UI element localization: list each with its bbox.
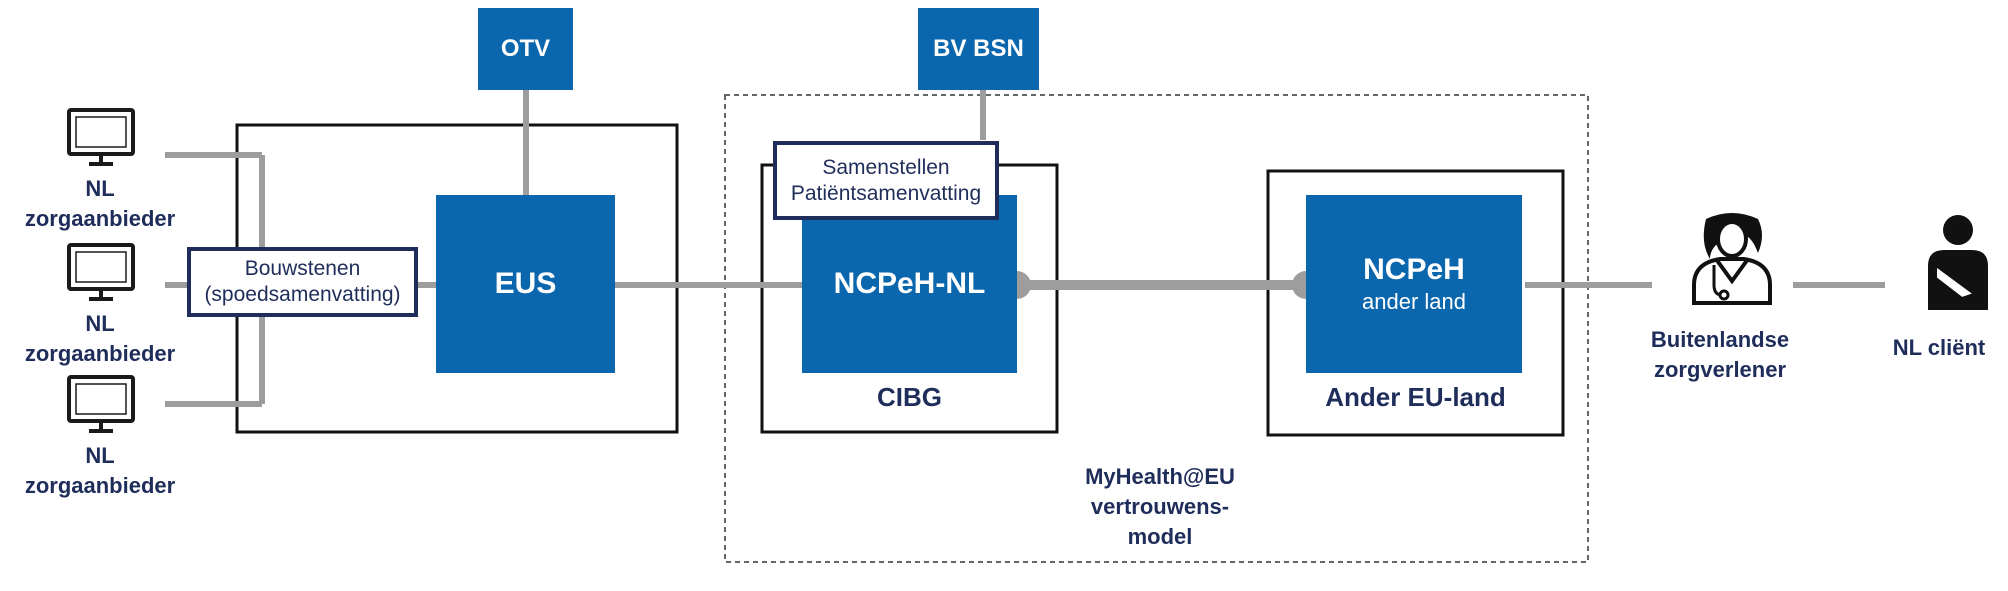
client-label: NL cliënt xyxy=(1892,335,1986,360)
bv-bsn-label: BV BSN xyxy=(933,35,1024,62)
monitor-icon xyxy=(67,243,135,301)
provider-label-3: NL zorgaanbieder xyxy=(0,441,200,501)
ander-eu-land-label: Ander EU-land xyxy=(1325,382,1506,412)
doctor-icon xyxy=(1692,213,1772,305)
provider-2-line2: zorgaanbieder xyxy=(24,341,176,366)
foreign-line1: Buitenlandse xyxy=(1650,327,1790,352)
samenstellen-note: Samenstellen Patiëntsamenvatting xyxy=(773,141,999,220)
bv-bsn-box: BV BSN xyxy=(918,8,1039,90)
provider-2-line1: NL xyxy=(85,311,115,336)
bouwstenen-line1: Bouwstenen xyxy=(244,257,361,280)
other-eu-container xyxy=(1266,169,1565,437)
otv-label: OTV xyxy=(500,35,551,62)
patient-icon xyxy=(1928,215,1988,310)
foreign-line2: zorgverlener xyxy=(1653,357,1787,382)
provider-1-line1: NL xyxy=(85,176,115,201)
ncpeh-other-title: NCPeH xyxy=(1363,253,1465,286)
monitor-icon xyxy=(67,375,135,433)
ncpeh-other-box: NCPeH ander land xyxy=(1306,195,1522,373)
bouwstenen-line2: (spoedsamenvatting) xyxy=(204,283,401,306)
eus-box: EUS xyxy=(436,195,615,373)
myhealth-label: MyHealth@EU vertrouwens- model xyxy=(1040,462,1280,552)
myhealth-line1: MyHealth@EU xyxy=(1085,464,1235,489)
monitor-icon xyxy=(67,108,135,166)
foreign-provider-label: Buitenlandse zorgverlener xyxy=(1620,325,1820,385)
ncpeh-nl-box: NCPeH-NL xyxy=(802,195,1017,373)
provider-label-2: NL zorgaanbieder xyxy=(0,309,200,369)
ncpeh-other-subtitle: ander land xyxy=(1362,289,1466,314)
provider-label-1: NL zorgaanbieder xyxy=(0,174,200,234)
samenstellen-line2: Patiëntsamenvatting xyxy=(790,181,982,205)
otv-box: OTV xyxy=(478,8,573,90)
provider-3-line2: zorgaanbieder xyxy=(24,473,176,498)
cibg-label: CIBG xyxy=(877,382,942,412)
myhealth-line3: model xyxy=(1127,524,1193,549)
connectors xyxy=(165,88,1885,407)
samenstellen-line1: Samenstellen xyxy=(822,155,950,179)
eus-label: EUS xyxy=(494,267,557,300)
myhealth-line2: vertrouwens- xyxy=(1090,494,1230,519)
ncpeh-nl-label: NCPeH-NL xyxy=(833,267,986,300)
bouwstenen-note: Bouwstenen (spoedsamenvatting) xyxy=(187,247,418,317)
provider-1-line2: zorgaanbieder xyxy=(24,206,176,231)
provider-3-line1: NL xyxy=(85,443,115,468)
